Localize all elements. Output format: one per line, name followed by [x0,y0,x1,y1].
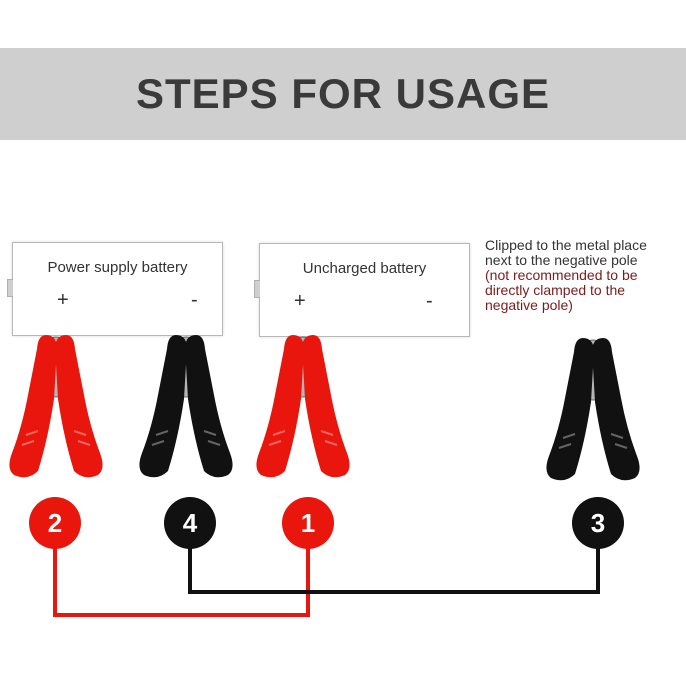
ground-clip-note: Clipped to the metal place next to the n… [485,238,685,313]
battery-terminal-nub [7,279,13,297]
power-supply-battery: Power supply battery + - [7,242,223,336]
red-connection-wire [53,545,310,617]
black-connection-wire [188,545,600,594]
black-clamp-icon [545,337,641,482]
uncharged-battery: Uncharged battery + - [254,243,470,337]
black-clamp-icon [138,334,234,479]
negative-terminal-label: - [426,290,433,312]
warning-line: negative pole) [485,297,573,313]
red-clamp-icon [255,334,351,479]
step-badge-4: 4 [164,497,216,549]
warning-line: directly clamped to the [485,282,626,298]
page-title: STEPS FOR USAGE [135,70,551,117]
step-badge-2: 2 [29,497,81,549]
title-banner: STEPS FOR USAGE [0,48,686,140]
red-clamp-icon [8,334,104,479]
note-line: Clipped to the metal place [485,237,647,253]
step-number: 4 [183,508,198,538]
battery-terminal-nub [254,280,260,298]
step-badge-1: 1 [282,497,334,549]
battery-label: Uncharged battery [302,260,427,277]
step-number: 2 [48,508,62,538]
step-number: 1 [301,508,315,538]
warning-line: (not recommended to be [485,267,638,283]
negative-terminal-label: - [191,289,198,311]
note-line: next to the negative pole [485,252,638,268]
positive-terminal-label: + [294,290,306,312]
positive-terminal-label: + [57,289,69,311]
step-badge-3: 3 [572,497,624,549]
step-number: 3 [591,508,605,538]
battery-label: Power supply battery [47,259,188,276]
